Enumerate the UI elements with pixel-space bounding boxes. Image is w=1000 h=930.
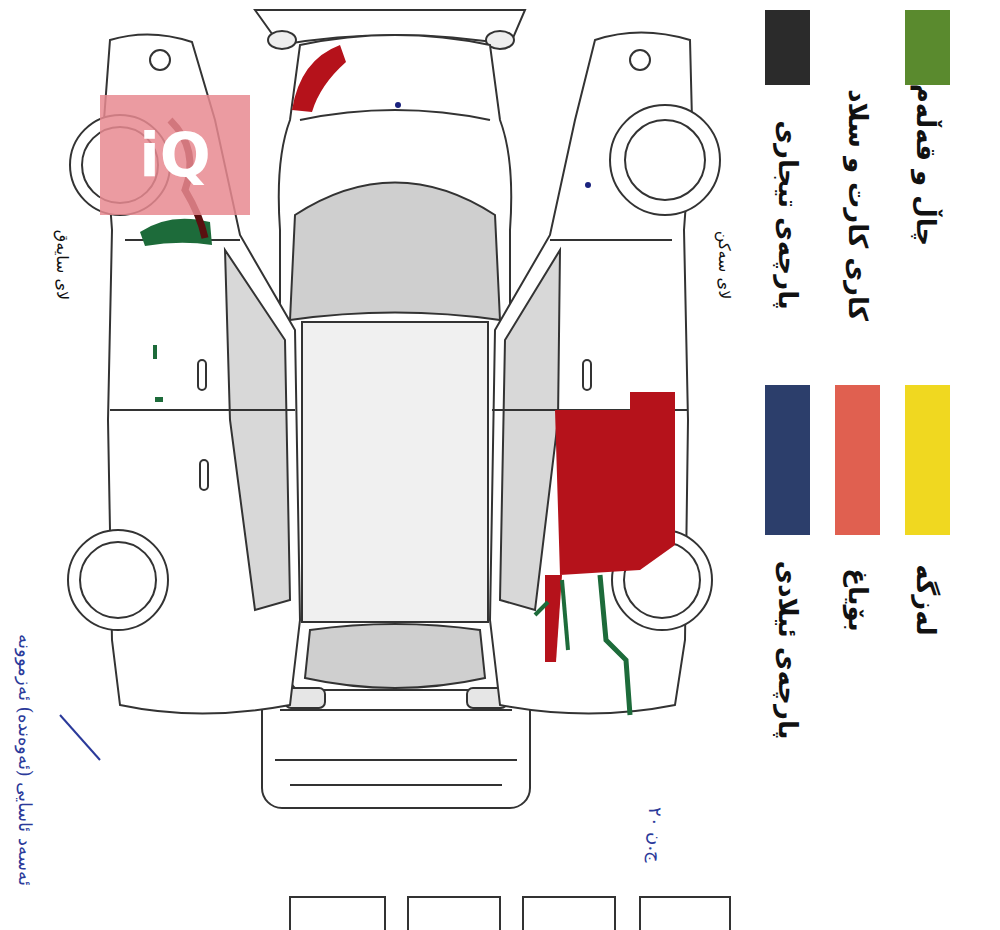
legend-text: لەزگە xyxy=(909,564,940,635)
legend-swatch xyxy=(765,10,810,85)
handwritten-note: ئەسەد ئاسایی (ئەوەندە) ئەزموونە xyxy=(14,634,36,886)
legend-text: پارچەی ئیلادی xyxy=(771,560,802,739)
side-label: لای سەکن xyxy=(714,231,733,300)
side-label: لای سایەق xyxy=(52,230,71,300)
car-outlines xyxy=(68,10,730,930)
legend-note: کاری کارت و سلاد xyxy=(841,89,872,321)
legend-text: پارچەی تیجاری xyxy=(771,120,802,310)
handwritten-note: ج.ن ٢٠ xyxy=(644,807,666,863)
watermark: iQ xyxy=(139,119,211,191)
damage-marks xyxy=(60,45,675,760)
legend-swatch xyxy=(835,385,880,535)
watermark-box xyxy=(100,95,250,215)
legend-swatch xyxy=(905,385,950,535)
legend-swatch xyxy=(765,385,810,535)
legend-text: بۆیاغ xyxy=(841,568,872,631)
legend-swatch xyxy=(905,10,950,85)
legend-text: چاڵ و قەڵەم xyxy=(909,84,940,247)
